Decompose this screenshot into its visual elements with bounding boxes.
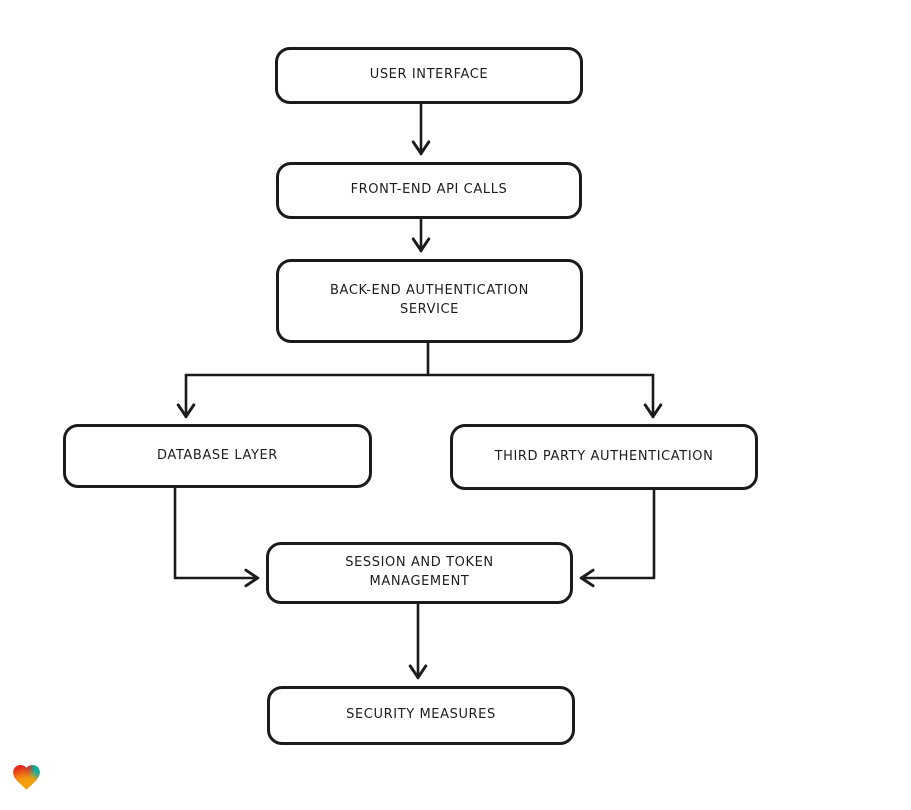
node-label: BACK-END AUTHENTICATION SERVICE [330,283,529,317]
heart-logo-icon [10,761,43,793]
node-database-layer: DATABASE LAYER [63,424,372,488]
node-label: SECURITY MEASURES [346,707,496,723]
node-back-end-authentication-service: BACK-END AUTHENTICATION SERVICE [276,259,583,343]
node-front-end-api-calls: FRONT-END API CALLS [276,162,582,219]
node-user-interface: USER INTERFACE [275,47,583,104]
node-label: DATABASE LAYER [157,447,278,463]
node-label: FRONT-END API CALLS [350,182,508,198]
edge-thirdparty-to-session [579,488,656,588]
edge-backend-branch-rail [184,341,655,377]
edge-database-to-session [173,486,260,588]
node-label: THIRD PARTY AUTHENTICATION [494,448,714,464]
node-third-party-authentication: THIRD PARTY AUTHENTICATION [450,424,758,490]
node-session-and-token-management: SESSION AND TOKEN MANAGEMENT [266,542,573,604]
node-label: SESSION AND TOKEN MANAGEMENT [345,555,494,589]
node-security-measures: SECURITY MEASURES [267,686,575,745]
node-label: USER INTERFACE [369,67,489,83]
